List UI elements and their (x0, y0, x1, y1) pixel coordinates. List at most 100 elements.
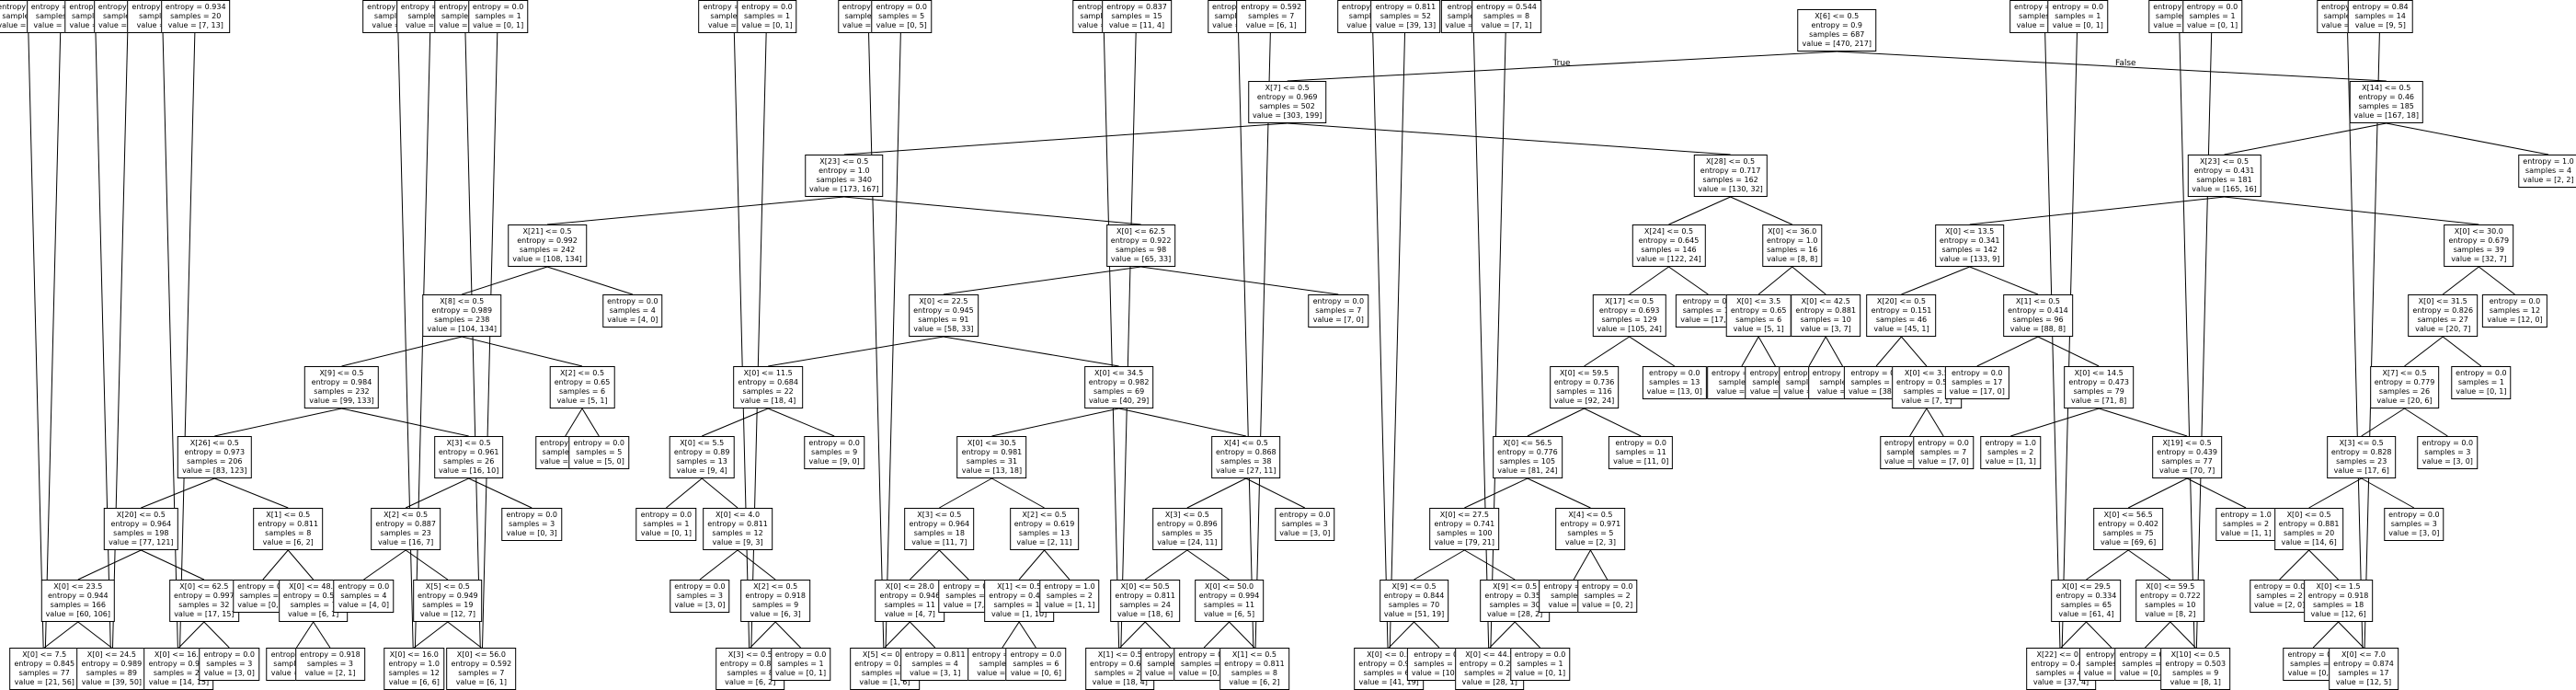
node-text-line: value = [2, 1] (1548, 601, 1599, 609)
node-text-line: value = [0, 1] (640, 529, 692, 537)
node-text-line: samples = 46 (1875, 316, 1928, 324)
node-text-line: value = [5, 3] (405, 21, 457, 29)
node-text-line: X[3] <= 0.5 (446, 439, 491, 447)
node-text-line: entropy = 0.439 (2157, 448, 2217, 456)
node-text-line: value = [11, 0] (1613, 457, 1669, 466)
tree-edge (447, 621, 482, 649)
tree-edge (1668, 266, 1709, 295)
node-text-line: X[0] <= 29.5 (2061, 582, 2112, 591)
node-text-line: value = [167, 18] (2353, 111, 2419, 120)
node-text-line: value = [37, 4] (2032, 678, 2089, 686)
node-text-line: samples = 242 (519, 246, 576, 254)
node-text-line: samples = 20 (2283, 529, 2335, 537)
node-text-line: samples = 32 (178, 601, 230, 609)
node-text-line: samples = 13 (1018, 529, 1070, 537)
node-text-line: entropy = 0.0 (573, 439, 625, 447)
node-text-line: entropy = 0.934 (165, 3, 226, 11)
node-text-line: entropy = 0.844 (1383, 592, 1445, 600)
node-text-line: value = [9, 4] (676, 466, 727, 475)
node-text-line: entropy = 1.0 (2220, 511, 2272, 519)
tree-edge (77, 549, 142, 581)
tree-edge (313, 621, 331, 649)
node-text-line: value = [6, 1] (1245, 21, 1297, 29)
node-text-line: X[20] <= 0.5 (116, 511, 166, 519)
node-text-line: samples = 13 (676, 457, 727, 466)
tree-edge (2086, 549, 2129, 581)
node-text-line: samples = 142 (1941, 246, 1998, 254)
node-text-line: value = [0, 1] (1515, 669, 1566, 677)
node-text-line: value = [0, 1] (2186, 21, 2238, 29)
node-text-line: value = [3, 0] (2421, 457, 2473, 466)
node-text-line: value = [104, 134] (427, 325, 498, 333)
node-text-line: samples = 9 (2172, 669, 2219, 677)
tree-edge (843, 196, 1141, 225)
node-text-line: value = [0, 2] (1582, 601, 1633, 609)
node-text-line: samples = 16 (1767, 246, 1818, 254)
node-text-line: value = [3, 7] (1800, 325, 1851, 333)
node-text-line: value = [2, 11] (1016, 538, 1072, 546)
node-text-line: entropy = 0.944 (47, 592, 109, 600)
node-text-line: value = [1, 10] (990, 610, 1048, 618)
node-text-line: value = [173, 167] (809, 185, 879, 193)
node-text-line: value = [3, 0] (674, 601, 726, 609)
node-text-line: samples = 10 (2145, 601, 2196, 609)
tree-edge (341, 408, 469, 437)
node-text-line: entropy = 0.0 (2119, 650, 2171, 659)
node-text-line: entropy = 0.779 (2374, 378, 2435, 386)
node-text-line: X[0] <= 13.5 (1945, 227, 1995, 236)
node-text-line: samples = 166 (50, 601, 106, 609)
node-text-line: value = [1, 1] (2220, 529, 2272, 537)
tree-edge (2060, 621, 2087, 649)
tree-edge (1371, 0, 1390, 684)
node-text-line: value = [2, 1] (304, 669, 356, 677)
tree-edge (1203, 621, 1230, 649)
node-text-line: X[0] <= 36.0 (1768, 227, 1817, 236)
node-text-line: samples = 41 (2035, 669, 2087, 677)
tree-edge (750, 621, 776, 649)
node-text-line: samples = 3 (1281, 520, 1328, 528)
tree-edge (94, 0, 112, 684)
node-text-line: X[2] <= 0.5 (1022, 511, 1067, 519)
tree-edge (413, 0, 432, 684)
node-text-line: samples = 13 (1649, 378, 1700, 386)
node-text-line: X[0] <= 22.5 (919, 297, 968, 305)
node-text-line: value = [1, 1] (1044, 601, 1095, 609)
tree-edge (1730, 196, 1792, 225)
node-text-line: value = [38, 0] (1848, 387, 1905, 396)
tree-edge (341, 336, 463, 367)
tree-edge (1792, 266, 1826, 295)
tree-edge (1926, 408, 1944, 437)
tree-edge (2060, 0, 2078, 684)
node-text-line: entropy = 0.0 (1883, 439, 1936, 447)
node-text-line: samples = 7 (861, 669, 909, 677)
node-text-line: value = [8, 2] (2145, 610, 2196, 618)
tree-edge (1527, 408, 1585, 437)
node-text-line: value = [20, 7] (2415, 325, 2471, 333)
node-text-line: entropy = 0.0 (774, 650, 827, 659)
node-text-line: entropy = 0.0 (1951, 369, 2003, 377)
node-text-line: entropy = 0.0 (1918, 439, 1969, 447)
node-text-line: X[3] <= 0.5 (727, 650, 773, 659)
node-text-line: samples = 70 (1388, 601, 1440, 609)
node-text-line: entropy = 0.0 (2320, 3, 2373, 11)
tree-edge (767, 408, 835, 437)
node-text-line: value = [6, 1] (455, 678, 507, 686)
node-text-line: X[0] <= 50.0 (1204, 582, 1254, 591)
node-text-line: X[2] <= 0.5 (384, 511, 429, 519)
node-text-line: value = [108, 134] (512, 255, 582, 263)
node-text-line: samples = 40 (2019, 12, 2070, 20)
node-text-line: entropy = 0.0 (1279, 511, 1331, 519)
node-text-line: entropy = 0.645 (1638, 236, 1700, 245)
